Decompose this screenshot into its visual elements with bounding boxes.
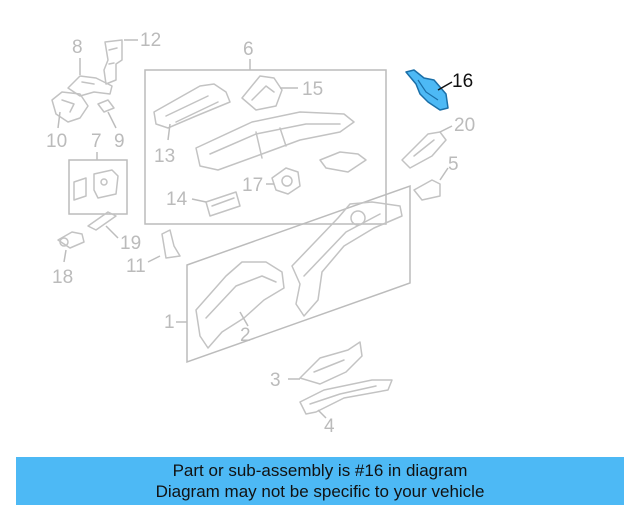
callout-13: 13 [154, 146, 175, 167]
callout-15: 15 [302, 79, 323, 100]
part-15[interactable]: 15 [241, 75, 323, 111]
callout-19: 19 [120, 233, 141, 254]
part-16[interactable]: 16 [405, 69, 473, 111]
banner-line-2: Diagram may not be specific to your vehi… [155, 482, 485, 501]
callout-1: 1 [164, 312, 175, 333]
callout-6: 6 [243, 39, 254, 60]
callout-9: 9 [114, 131, 125, 152]
part-8[interactable]: 8 [67, 37, 113, 97]
callout-16: 16 [452, 71, 473, 92]
parts-diagram: 12 8 10 9 7 19 18 [46, 30, 475, 437]
callout-8: 8 [72, 37, 83, 58]
part-16-shape [405, 69, 449, 111]
part-20[interactable]: 20 [401, 115, 475, 169]
part-3[interactable]: 3 [270, 341, 363, 391]
group-box-6 [144, 69, 387, 225]
banner-line-1: Part or sub-assembly is #16 in diagram [172, 461, 468, 480]
callout-14: 14 [166, 189, 188, 210]
part-4[interactable]: 4 [299, 379, 393, 437]
callout-12: 12 [140, 30, 161, 51]
callout-3: 3 [270, 370, 281, 391]
callout-20: 20 [454, 115, 475, 136]
part-10[interactable]: 10 [46, 91, 89, 152]
callout-2: 2 [240, 325, 251, 346]
part-12[interactable]: 12 [103, 30, 161, 85]
part-2[interactable]: 2 [195, 261, 285, 349]
part-14[interactable]: 14 [166, 189, 241, 217]
info-banner: Part or sub-assembly is #16 in diagram D… [16, 457, 624, 505]
callout-4: 4 [324, 416, 335, 437]
part-17[interactable]: 17 [242, 167, 301, 196]
part-6-bracket[interactable] [319, 151, 367, 173]
callout-17: 17 [242, 175, 263, 196]
callout-5: 5 [448, 154, 459, 175]
part-19[interactable]: 19 [87, 211, 141, 254]
callout-7: 7 [91, 131, 102, 152]
part-9[interactable]: 9 [97, 99, 125, 152]
part-11[interactable]: 11 [126, 229, 181, 277]
callout-18: 18 [52, 267, 73, 288]
part-7[interactable] [73, 169, 119, 201]
part-5[interactable]: 5 [413, 154, 459, 201]
part-1-rail[interactable] [291, 201, 403, 317]
callout-11: 11 [126, 256, 146, 277]
group-box-1 [186, 184, 411, 364]
part-13[interactable]: 13 [153, 83, 231, 167]
callout-10: 10 [46, 131, 67, 152]
part-6-member[interactable] [195, 111, 355, 171]
part-18[interactable]: 18 [52, 231, 85, 288]
group-box-7 [68, 159, 128, 215]
